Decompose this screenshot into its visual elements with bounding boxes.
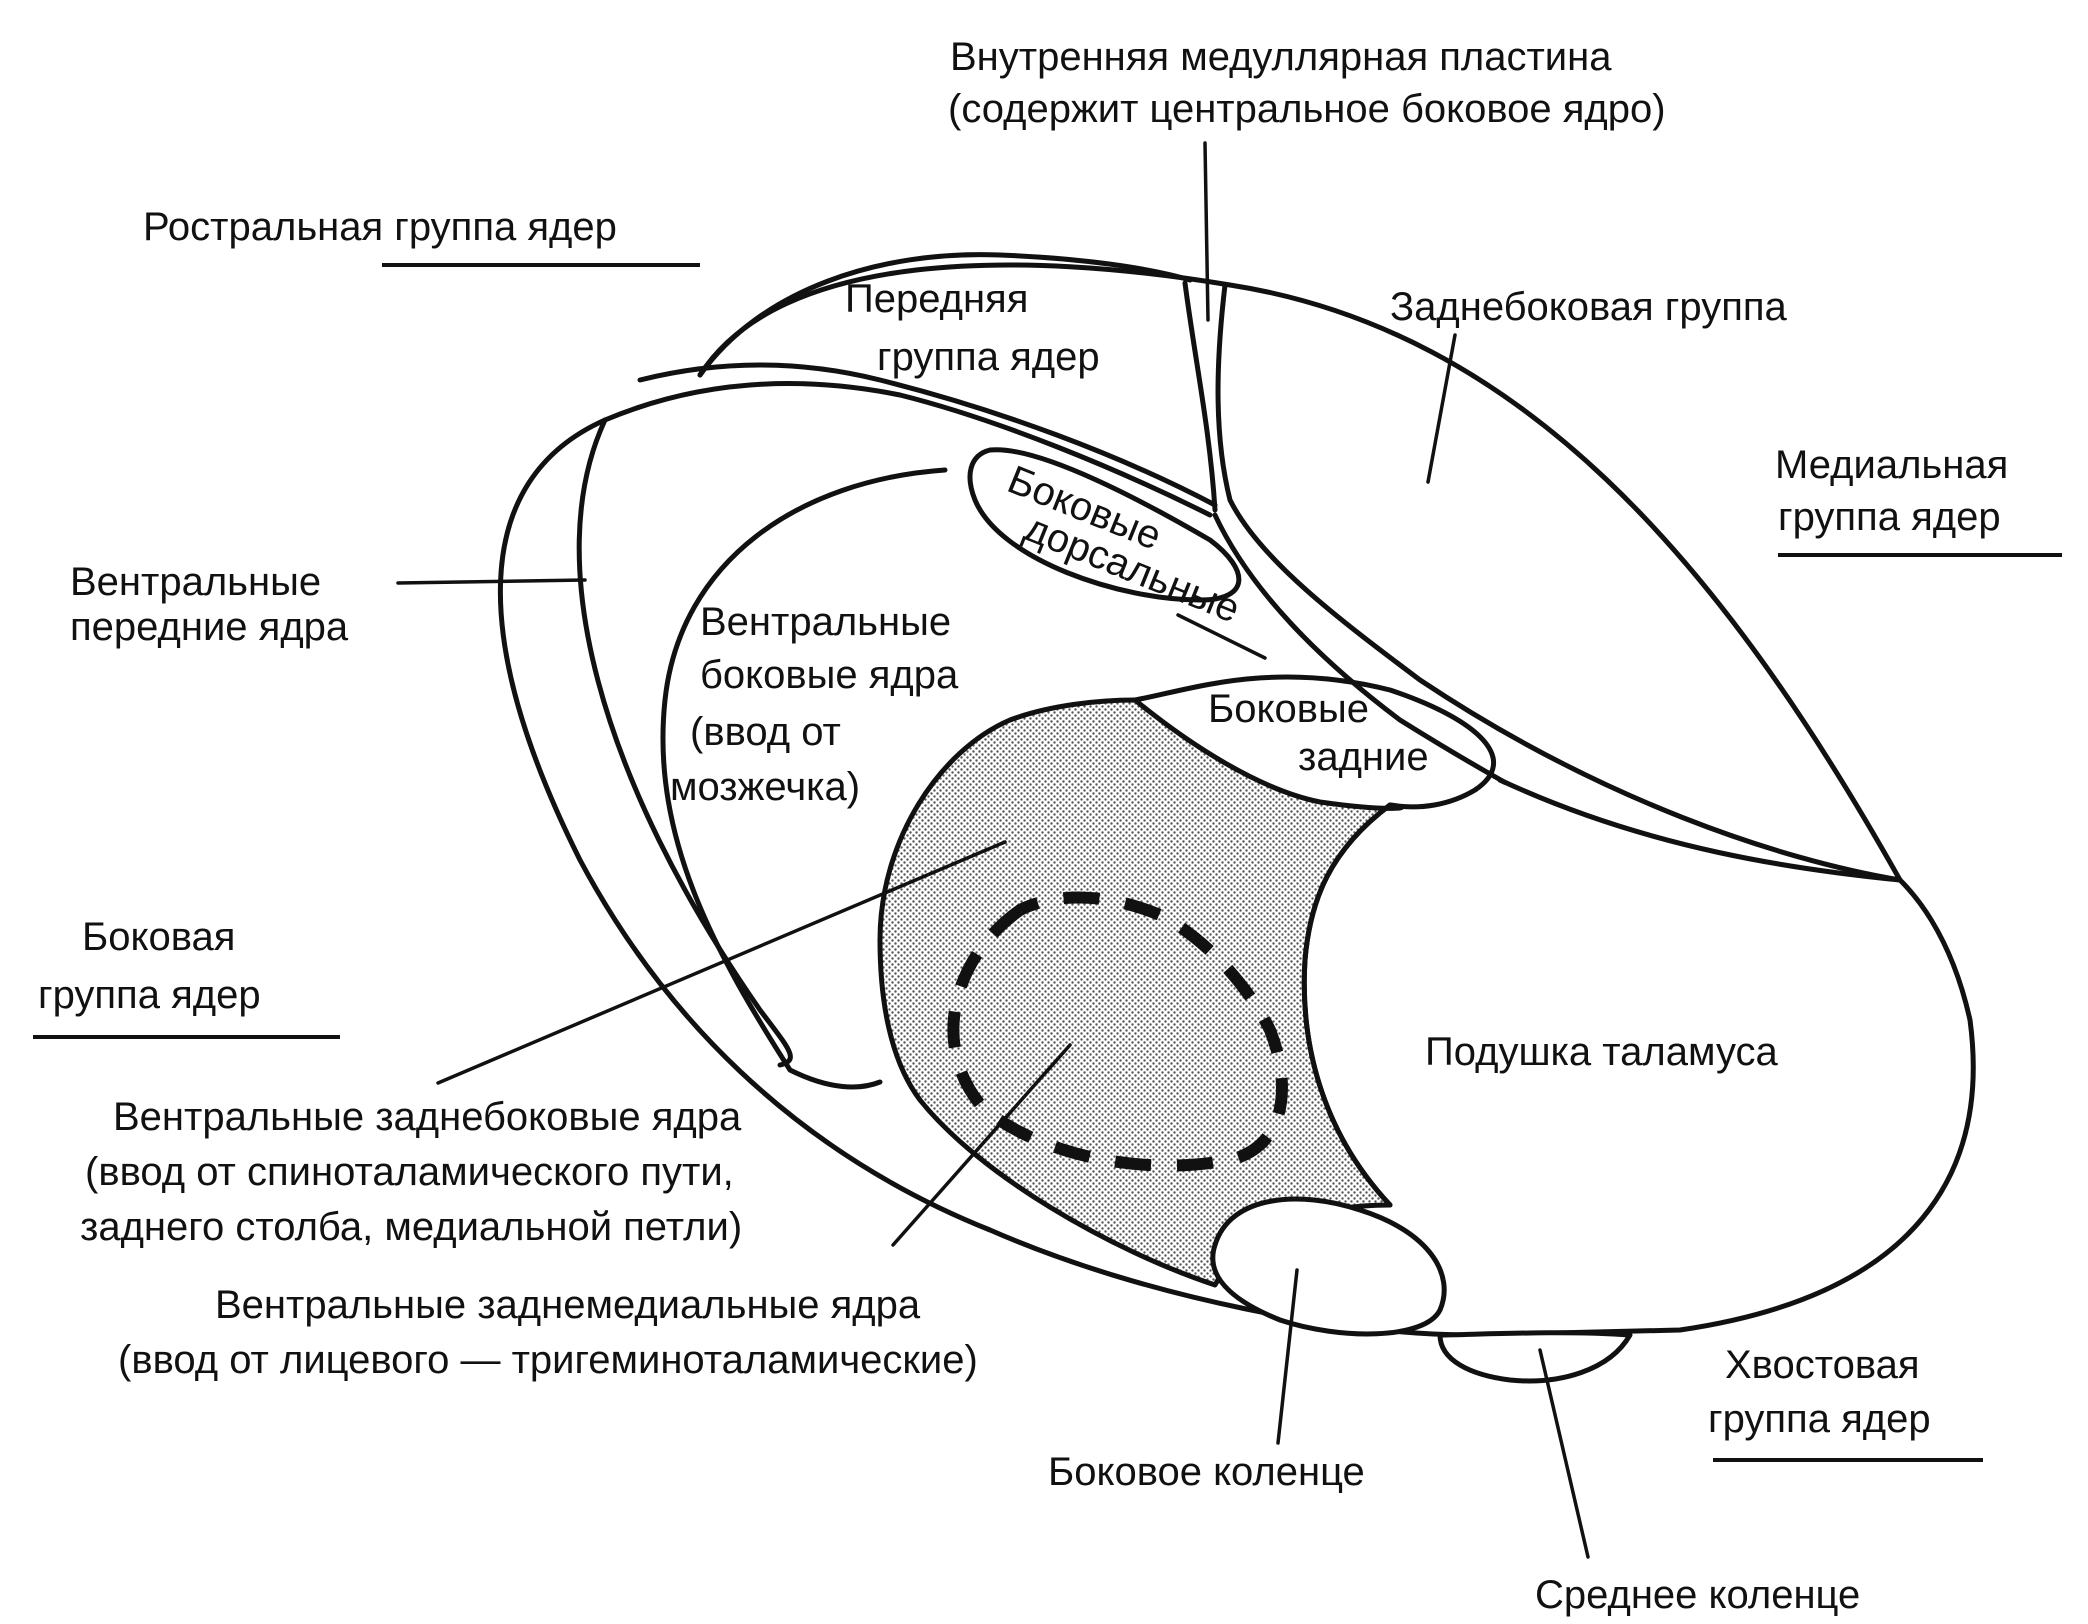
label-internal-lamina-line2: (содержит центральное боковое ядро) xyxy=(948,87,1666,131)
lamina-posterior-strand xyxy=(1497,777,1903,883)
label-rostral-group: Ростральная группа ядер xyxy=(143,205,617,249)
label-anterior-group-line1: Передняя xyxy=(845,277,1028,321)
labels: Внутренняя медуллярная пластина (содержи… xyxy=(38,35,2008,1617)
label-ventral-lateral-line1: Вентральные xyxy=(700,600,951,644)
label-ventral-anterior-line1: Вентральные xyxy=(70,560,321,604)
label-lateral-group-line2: группа ядер xyxy=(38,973,261,1017)
ventral-anterior-lower-boundary xyxy=(576,417,793,1068)
leader-lateral-geniculate xyxy=(1276,1268,1299,1445)
leader-lateral-dorsal xyxy=(1176,613,1267,660)
medial-geniculate-region xyxy=(1437,1330,1633,1384)
label-lateral-group-line1: Боковая xyxy=(82,915,235,959)
label-vpl-line2: (ввод от спиноталамического пути, xyxy=(85,1150,734,1194)
label-lateral-geniculate: Боковое коленце xyxy=(1048,1450,1365,1494)
vpm-dashed-outline xyxy=(947,891,1288,1172)
label-medial-group-line1: Медиальная xyxy=(1775,443,2008,487)
label-ventral-anterior-line2: передние ядра xyxy=(70,605,349,649)
label-ventral-lateral-line4: мозжечка) xyxy=(670,765,860,809)
lateral-geniculate-region xyxy=(1210,1196,1447,1337)
label-internal-lamina-line1: Внутренняя медуллярная пластина xyxy=(950,35,1612,79)
ventral-posterior-region xyxy=(877,697,1405,1288)
anterior-group-outline xyxy=(697,252,1193,378)
lateral-dorsal-region xyxy=(967,447,1242,603)
label-vpl-line3: заднего столба, медиальной петли) xyxy=(80,1205,742,1249)
label-lateral-posterior-line2: задние xyxy=(1298,735,1429,779)
label-vpl-line1: Вентральные заднебоковые ядра xyxy=(113,1095,742,1139)
label-posterolateral-group: Заднебоковая группа xyxy=(1390,285,1788,329)
anterior-ventral-boundary-inner xyxy=(637,362,1218,508)
label-ventral-lateral-line3: (ввод от xyxy=(690,710,841,754)
label-vpm-line1: Вентральные заднемедиальные ядра xyxy=(215,1283,921,1327)
thalamus-outline-group xyxy=(497,252,1976,1338)
label-lateral-posterior-line1: Боковые xyxy=(1208,687,1369,731)
group-underlines xyxy=(33,263,2062,1462)
label-caudal-group-line2: группа ядер xyxy=(1708,1397,1931,1441)
leader-ventral-anterior xyxy=(396,578,587,585)
internal-lamina-left-edge xyxy=(1182,280,1218,513)
label-anterior-group-line2: группа ядер xyxy=(877,335,1100,379)
leader-lines xyxy=(396,141,1590,1559)
ventral-lateral-boundary xyxy=(660,467,948,1090)
label-medial-geniculate: Среднее коленце xyxy=(1535,1573,1860,1617)
leader-medial-geniculate xyxy=(1538,1348,1590,1559)
internal-lamina-right-edge xyxy=(1215,282,1903,883)
label-ventral-lateral-line2: боковые ядра xyxy=(700,653,959,697)
leader-vpl xyxy=(436,840,1007,1085)
anterior-ventral-boundary xyxy=(602,381,1213,518)
pulvinar-boundary xyxy=(1301,802,1393,1208)
label-caudal-group-line1: Хвостовая xyxy=(1725,1343,1920,1387)
leader-internal-lamina xyxy=(1203,141,1210,322)
label-medial-group-line2: группа ядер xyxy=(1778,495,2001,539)
lateral-posterior-outline xyxy=(1132,674,1497,810)
label-vpm-line2: (ввод от лицевого — тригеминоталамически… xyxy=(118,1338,978,1382)
thalamus-outer-outline xyxy=(497,262,1976,1338)
label-pulvinar: Подушка таламуса xyxy=(1425,1030,1778,1074)
leader-posterolateral xyxy=(1426,333,1457,484)
leader-vpm xyxy=(891,1043,1072,1247)
